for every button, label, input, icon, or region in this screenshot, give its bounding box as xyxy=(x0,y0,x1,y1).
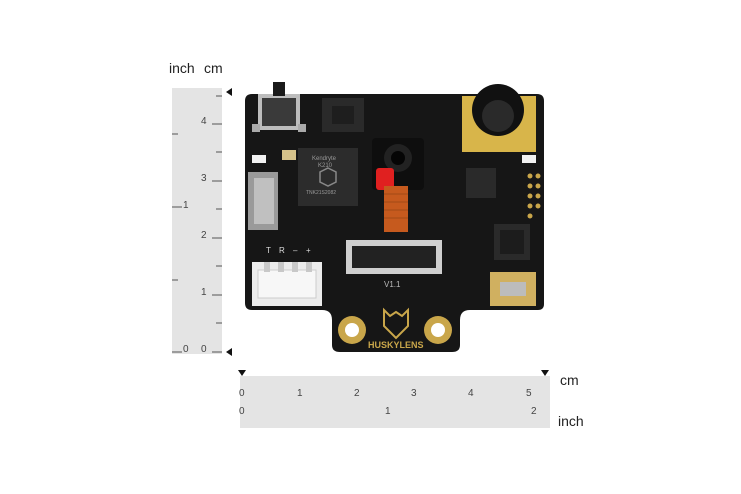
horizontal-ruler xyxy=(240,376,550,428)
pin-label-plus: + xyxy=(306,246,311,255)
horizontal-ruler-inch-unit: inch xyxy=(558,413,584,429)
cm-tick-label: 0 xyxy=(239,388,245,399)
cm-tick-label: 4 xyxy=(468,388,474,399)
chip-text-line: K210 xyxy=(318,163,333,169)
tactile-button xyxy=(273,82,285,96)
cm-tick-label: 0 xyxy=(201,344,207,355)
right-led xyxy=(522,155,536,163)
cm-tick-label: 5 xyxy=(526,388,532,399)
cm-tick-label: 3 xyxy=(201,173,207,184)
pin-label-minus: – xyxy=(293,246,298,255)
vertical-ruler-cm-unit: cm xyxy=(204,60,223,76)
horizontal-ruler-cm-unit: cm xyxy=(560,372,579,388)
husky-logo xyxy=(383,307,409,340)
inch-tick-label: 0 xyxy=(183,344,189,355)
vertical-ruler xyxy=(172,88,222,354)
pin-label-t: T xyxy=(266,246,271,255)
cm-tick-label: 1 xyxy=(201,287,207,298)
inch-tick-label: 0 xyxy=(239,406,245,417)
brand-text: HUSKYLENS xyxy=(368,340,424,350)
left-led xyxy=(252,155,266,163)
vertical-ruler-inch-unit: inch xyxy=(169,60,195,76)
cm-tick-label: 2 xyxy=(201,230,207,241)
cm-tick-label: 4 xyxy=(201,116,207,127)
processor-chip xyxy=(298,148,358,206)
cm-tick-label: 3 xyxy=(411,388,417,399)
chip-text-line: TNK21S2082 xyxy=(306,190,337,196)
cm-tick-label: 1 xyxy=(297,388,303,399)
camera-red-cap xyxy=(376,168,394,190)
flex-cable xyxy=(384,186,408,232)
micro-usb-port xyxy=(500,282,526,296)
version-text: V1.1 xyxy=(384,280,401,289)
chip-text-line: Kendryte xyxy=(312,156,337,162)
inch-tick-label: 1 xyxy=(183,200,189,211)
inch-tick-label: 1 xyxy=(385,406,391,417)
pin-label-r: R xyxy=(279,246,285,255)
inch-tick-label: 2 xyxy=(531,406,537,417)
cm-tick-label: 2 xyxy=(354,388,360,399)
